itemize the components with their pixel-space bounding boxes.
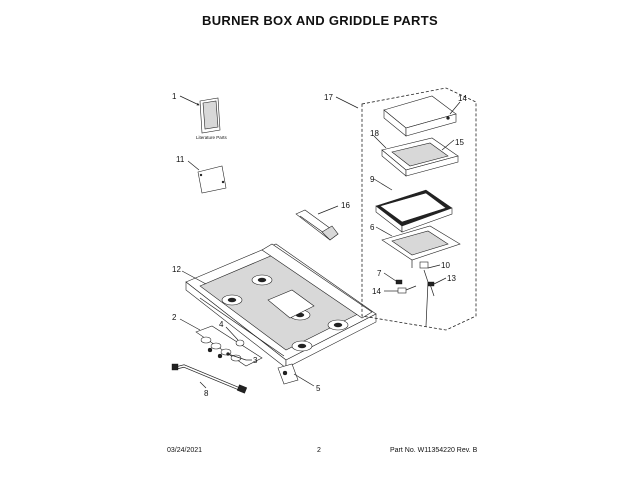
callout-7: 7 [377,269,382,278]
part-14-igniter [397,285,417,294]
part-13-sensor [427,281,435,297]
part-18-griddle-frame [381,137,459,177]
part-6-heat-shield [381,225,461,268]
part-9-drip-tray [375,189,453,233]
callout-13: 13 [447,274,456,283]
page-title: BURNER BOX AND GRIDDLE PARTS [202,13,438,28]
part-2-manifold [195,325,263,367]
footer-page-number: 2 [317,447,321,454]
callout-8: 8 [204,389,209,398]
callout-14-top: 14 [458,94,467,103]
callout-16: 16 [341,201,350,210]
callout-5: 5 [316,384,321,393]
callout-15: 15 [455,138,464,147]
part-3-igniter [226,352,247,361]
callout-17: 17 [324,93,333,102]
callout-2: 2 [172,313,177,322]
part-7-screw [395,279,403,285]
callout-14-lower: 14 [372,287,381,296]
callout-1: 1 [172,92,177,101]
part-16-bracket [295,209,339,241]
part-8-gas-tube [171,363,248,394]
part-10-thermocouple [419,261,429,327]
callout-3: 3 [253,356,258,365]
callout-4: 4 [219,320,224,329]
callout-9: 9 [370,175,375,184]
literature-parts: Literature Parts [196,97,228,140]
callout-11: 11 [176,155,185,164]
literature-label: Literature Parts [196,135,228,140]
callout-6: 6 [370,223,375,232]
part-12-burner-box [185,243,377,369]
part-4-electrode [235,339,245,347]
callout-18: 18 [370,129,379,138]
callout-10: 10 [441,261,450,270]
part-17-griddle-kit-boundary [361,87,477,331]
callout-12: 12 [172,265,181,274]
part-5-bracket [277,363,299,385]
footer-part-number: Part No. W11354220 Rev. B [390,447,478,454]
footer-date: 03/24/2021 [167,447,203,454]
part-14-griddle-plate [383,95,457,137]
part-11-plate [197,165,227,194]
